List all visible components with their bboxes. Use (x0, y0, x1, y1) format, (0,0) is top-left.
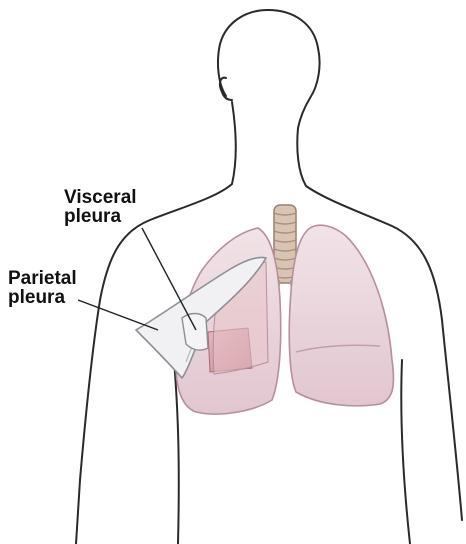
visceral-pleura-flap (182, 314, 208, 351)
parietal-leader-line (78, 300, 158, 330)
lung-right-icon (289, 225, 393, 406)
parietal-label-line2: pleura (8, 287, 65, 308)
right-arm-inner (401, 360, 410, 544)
parietal-label-line1: Parietal (8, 268, 77, 289)
visceral-label-line1: Visceral (64, 187, 137, 208)
visceral-label-line2: pleura (64, 206, 121, 227)
parietal-pleura-label: Parietal pleura (8, 268, 82, 308)
visceral-pleura-label: Visceral pleura (64, 187, 142, 227)
